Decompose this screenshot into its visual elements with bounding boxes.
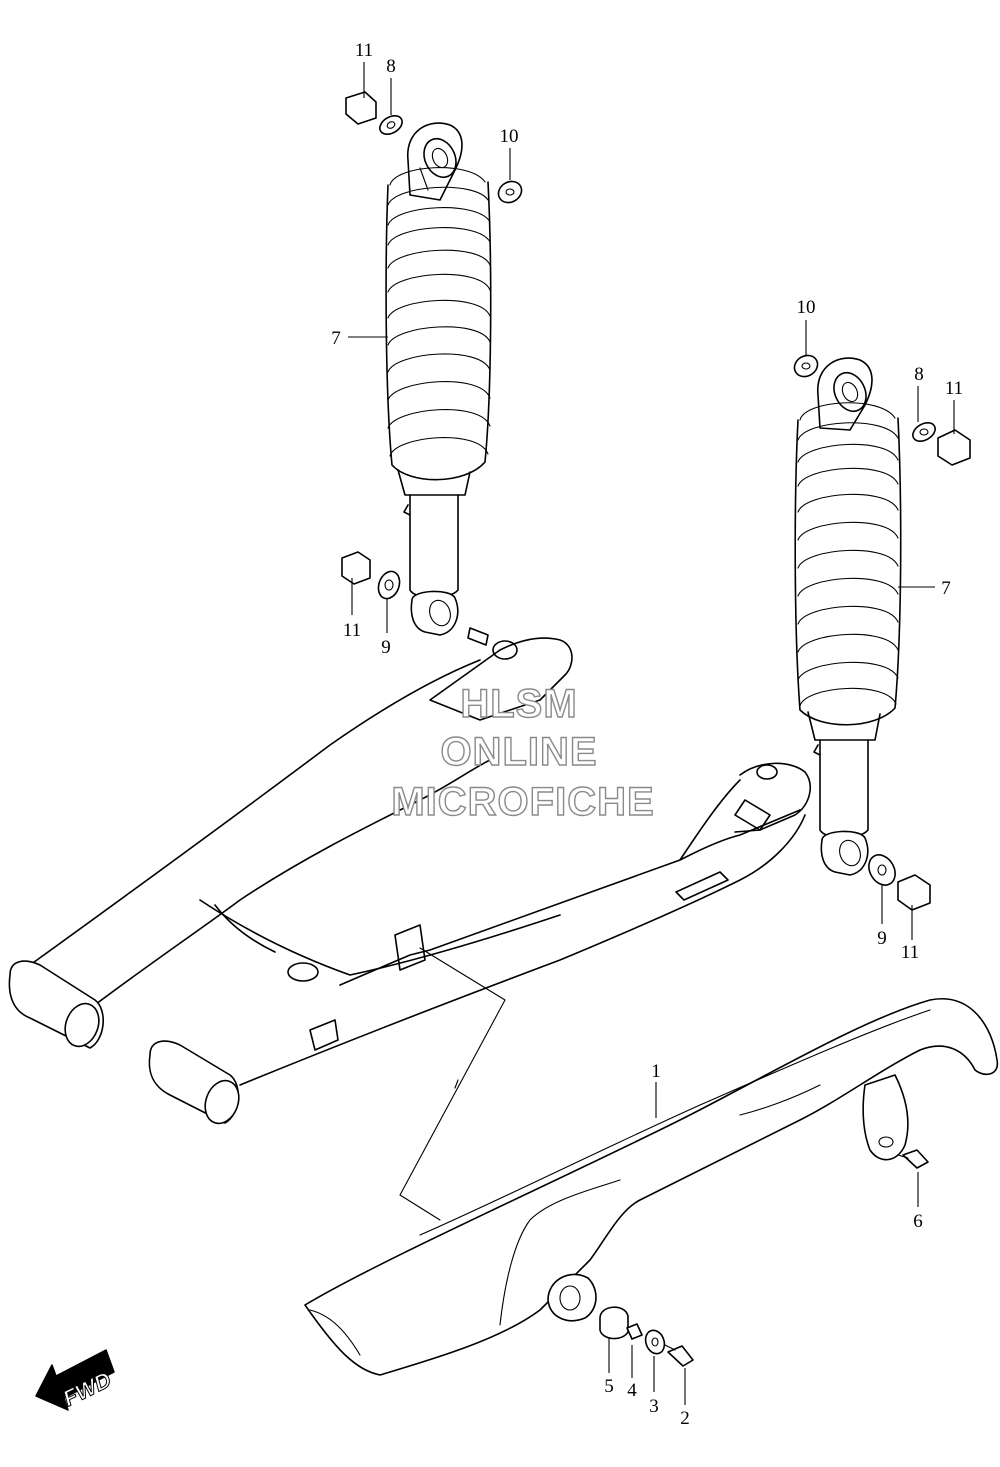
chain-case-fasteners — [599, 1149, 929, 1367]
callout-numbers: 11 8 10 7 11 9 10 8 11 7 9 11 1 6 5 4 3 … — [331, 40, 963, 1429]
chain-case — [304, 998, 999, 1376]
callout-10-top-left: 10 — [500, 126, 519, 147]
fwd-arrow: FWD — [35, 1349, 116, 1412]
watermark-line-3: MICROFICHE — [391, 780, 654, 824]
callout-11-top-left: 11 — [355, 40, 373, 61]
callout-10-right: 10 — [797, 297, 816, 318]
callout-6: 6 — [913, 1211, 923, 1232]
callout-11-right-top: 11 — [945, 378, 963, 399]
shock-absorber-right — [794, 357, 902, 876]
shock-absorber-left — [385, 122, 492, 636]
watermark: HLSM ONLINE MICROFICHE — [391, 681, 655, 824]
callout-5: 5 — [604, 1376, 614, 1397]
right-shock-hardware — [793, 354, 971, 911]
callout-7-left-shock: 7 — [331, 328, 341, 349]
callout-11-right-bottom: 11 — [901, 942, 919, 963]
callout-2: 2 — [680, 1408, 690, 1429]
callout-11-lower-left: 11 — [343, 620, 361, 641]
left-shock-hardware — [341, 91, 523, 600]
callout-8-right: 8 — [914, 364, 924, 385]
callout-3: 3 — [649, 1396, 659, 1417]
assembly-leaders — [399, 947, 506, 1221]
watermark-line-2: ONLINE — [440, 730, 597, 774]
callout-9-lower-left: 9 — [381, 637, 391, 658]
callout-4: 4 — [627, 1380, 637, 1401]
callout-9-right: 9 — [877, 928, 887, 949]
fwd-arrow-icon — [35, 1349, 115, 1411]
callout-8-top-left: 8 — [386, 56, 396, 77]
swingarm — [8, 627, 811, 1125]
callout-1-chain-case: 1 — [651, 1061, 661, 1082]
callout-leaders — [348, 62, 955, 1405]
watermark-line-1: HLSM — [460, 682, 577, 726]
callout-7-right-shock: 7 — [941, 578, 951, 599]
